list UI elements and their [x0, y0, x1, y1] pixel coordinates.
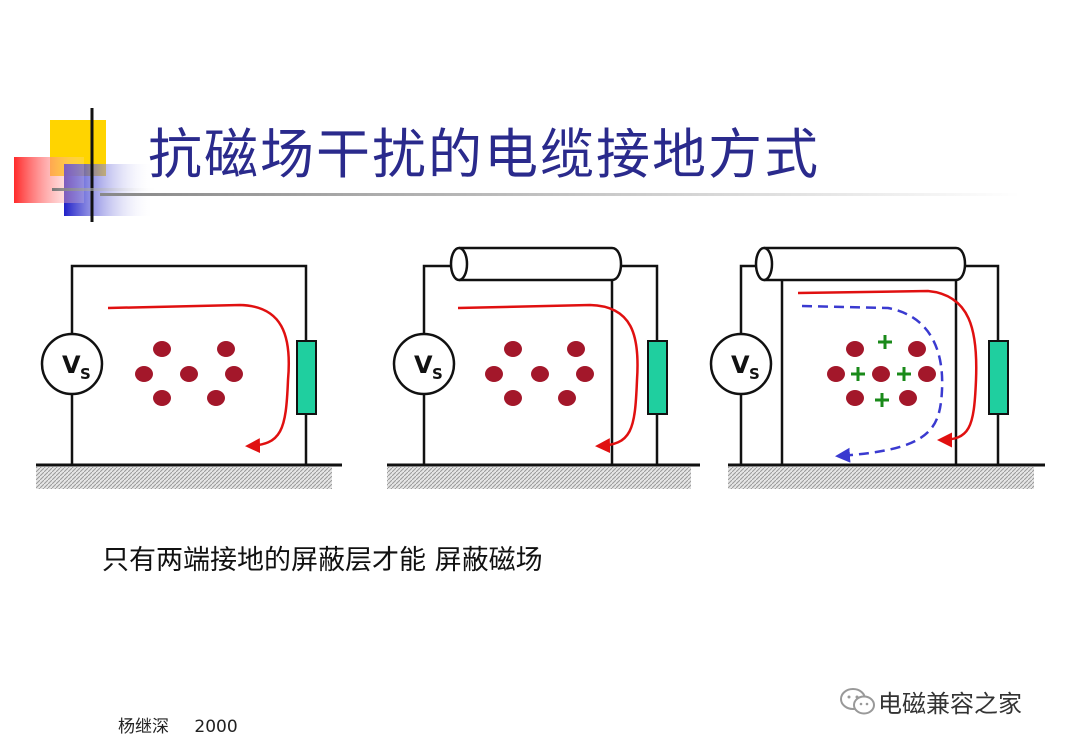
- cable-shield: [754, 246, 967, 282]
- source-subscript: S: [80, 365, 91, 383]
- source-label: V: [62, 351, 81, 379]
- source-subscript: S: [749, 365, 760, 383]
- ground-plane: [387, 467, 691, 489]
- magnetic-field-dots: [827, 341, 936, 406]
- watermark-text: 电磁兼容之家: [878, 690, 1022, 718]
- circuit-wire: [70, 264, 308, 465]
- voltage-source: [40, 332, 104, 396]
- author-name: 杨继深: [118, 717, 169, 737]
- ground-plane: [36, 467, 332, 489]
- source-label: V: [414, 351, 433, 379]
- load-resistor: [296, 340, 317, 415]
- voltage-source: [392, 332, 456, 396]
- opposing-field-plus-signs: [851, 335, 911, 407]
- source-label: V: [731, 351, 750, 379]
- page-title: 抗磁场干扰的电缆接地方式: [148, 123, 820, 186]
- voltage-source: [709, 332, 773, 396]
- deco-red-square: [14, 157, 84, 203]
- ground-plane: [728, 467, 1034, 489]
- wechat-logo-icon: [840, 688, 875, 715]
- current-path: [457, 303, 639, 454]
- diagram-shield-one-end: V S: [387, 246, 700, 489]
- current-path: [107, 303, 290, 454]
- circuit-wire: [739, 264, 1000, 465]
- circuit-diagrams: V S V S: [36, 246, 1045, 489]
- source-subscript: S: [432, 365, 443, 383]
- title-underline: [100, 193, 1020, 196]
- author-year: 2000: [194, 717, 238, 737]
- title-decoration: [14, 108, 160, 222]
- diagram-no-shield: V S: [36, 264, 342, 489]
- deco-horizontal-line: [52, 188, 160, 191]
- load-resistor: [988, 340, 1009, 415]
- cable-shield: [449, 246, 623, 282]
- author-credit: 杨继深 2000: [118, 712, 238, 737]
- current-path: [797, 289, 978, 448]
- diagram-shield-both-ends: V S: [709, 246, 1045, 489]
- diagram-caption: 只有两端接地的屏蔽层才能 屏蔽磁场: [102, 545, 543, 576]
- load-resistor: [647, 340, 668, 415]
- magnetic-field-dots: [135, 341, 243, 406]
- shield-return-current-path: [801, 304, 944, 463]
- circuit-wire: [422, 264, 659, 465]
- magnetic-field-dots: [485, 341, 594, 406]
